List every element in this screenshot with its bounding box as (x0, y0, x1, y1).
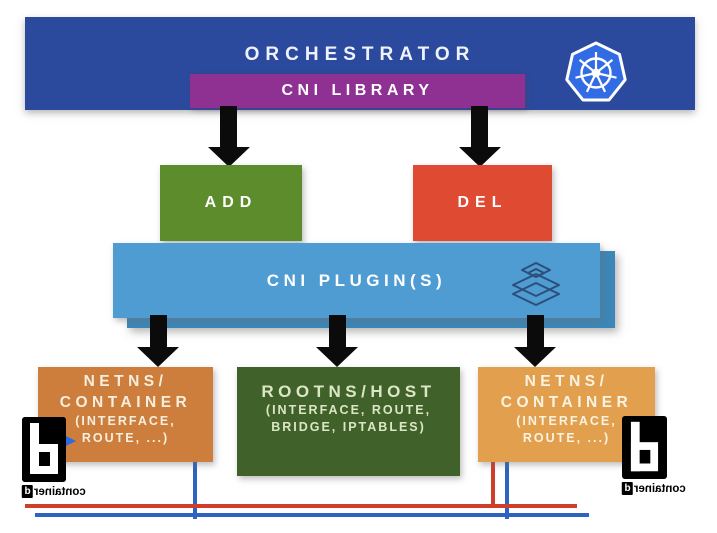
cursor-icon (66, 436, 76, 446)
netns-container-box-left: NETNS/ CONTAINER (INTERFACE, ROUTE, ...) (38, 367, 213, 462)
arrow-plugins-to-rootns (329, 315, 346, 348)
orchestrator-title: ORCHESTRATOR (244, 44, 476, 65)
arrow-library-to-add (220, 106, 237, 148)
wire-blue-vertical-left (193, 452, 197, 519)
rootns-line3: BRIDGE, IPTABLES) (271, 420, 426, 434)
netns-left-line2: CONTAINER (59, 394, 192, 411)
rootns-host-box: ROOTNS/HOST (INTERFACE, ROUTE, BRIDGE, I… (237, 367, 460, 476)
arrowhead-library-to-del (459, 147, 501, 167)
wire-blue-vertical-right (505, 452, 509, 519)
netns-right-line2: CONTAINER (500, 394, 633, 411)
containerd-wordmark-text: container (634, 482, 686, 495)
arrowhead-library-to-add (208, 147, 250, 167)
containerd-d-glyph: d (622, 482, 633, 495)
wire-red-vertical-right (491, 452, 495, 508)
del-operation-box: DEL (413, 165, 552, 241)
containerd-d-glyph: d (22, 485, 33, 498)
netns-left-line3: (INTERFACE, (75, 414, 176, 428)
cni-plugins-label: CNI PLUGIN(S) (266, 270, 447, 290)
arrowhead-plugins-to-netns-right (514, 347, 556, 367)
cni-library-box: CNI LIBRARY (190, 74, 525, 108)
arrowhead-plugins-to-netns-left (137, 347, 179, 367)
cni-plugins-bar: CNI PLUGIN(S) (113, 243, 600, 318)
netns-left-line4: ROUTE, ...) (81, 431, 170, 445)
kubernetes-logo-icon (565, 41, 627, 102)
netns-right-line4: ROUTE, ...) (522, 431, 611, 445)
wire-blue-horizontal (35, 513, 589, 517)
arrow-library-to-del (471, 106, 488, 148)
add-operation-box: ADD (160, 165, 302, 241)
wire-red-horizontal (25, 504, 577, 508)
containerd-wordmark-text: container (34, 485, 86, 498)
cni-plugins-icon (512, 262, 560, 306)
arrow-plugins-to-netns-left (150, 315, 167, 348)
containerd-logo-icon (22, 417, 66, 482)
containerd-logo-icon (622, 416, 667, 479)
netns-left-line1: NETNS/ (83, 373, 168, 390)
netns-right-line3: (INTERFACE, (516, 414, 617, 428)
rootns-line2: (INTERFACE, ROUTE, (265, 403, 432, 417)
rootns-line1: ROOTNS/HOST (261, 382, 436, 401)
netns-right-line1: NETNS/ (524, 373, 609, 390)
arrow-plugins-to-netns-right (527, 315, 544, 348)
arrowhead-plugins-to-rootns (316, 347, 358, 367)
